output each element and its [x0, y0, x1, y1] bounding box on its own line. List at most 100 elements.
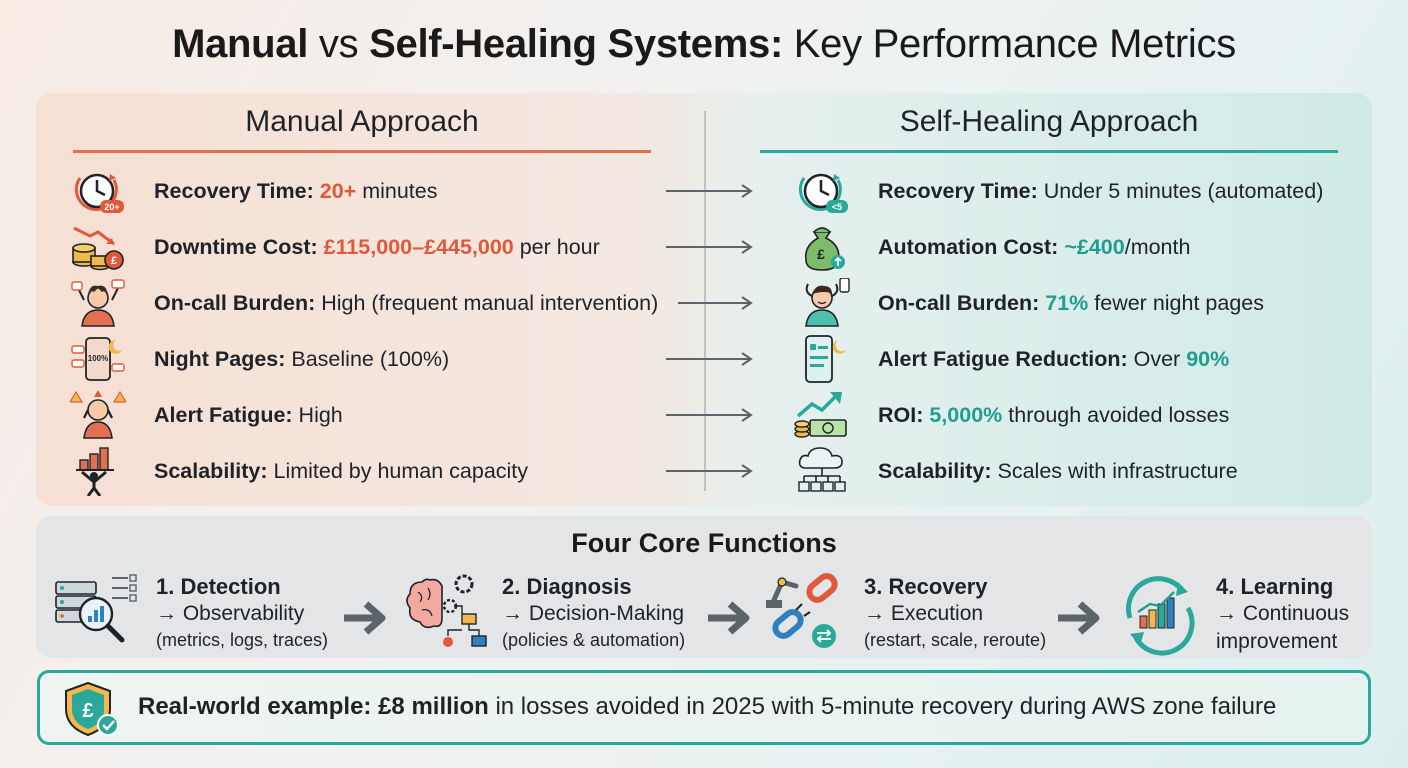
relaxed-engineer-icon [805, 278, 850, 327]
quiet-phone-icon [805, 335, 846, 383]
row-label: Automation Cost: [878, 234, 1059, 259]
function-detail: (metrics, logs, traces) [156, 630, 329, 650]
clock-under-5-icon: <5 [798, 173, 848, 213]
row-highlight: 71% [1045, 290, 1089, 315]
function-subtitle: → Continuous [1216, 602, 1350, 625]
svg-text:£: £ [82, 700, 93, 722]
comparison-arrow [678, 296, 753, 310]
row-value: fewer night pages [1088, 290, 1264, 315]
comparison-panel: Manual Approach Self-Healing Approach 20… [36, 93, 1372, 506]
row-value: /month [1124, 234, 1191, 259]
row-value: High (frequent manual intervention) [315, 290, 659, 315]
function-detail: improvement [1216, 630, 1338, 653]
row-label: Alert Fatigue: [154, 402, 293, 427]
row-label: Recovery Time: [154, 178, 314, 203]
function-detail: (restart, scale, reroute) [864, 630, 1047, 650]
row-label: ROI: [878, 402, 924, 427]
core-functions-panel: Four Core Functions 1. Detection → Obser… [36, 516, 1372, 658]
alert-fatigue-person-icon [70, 390, 126, 439]
self-row-alert-fatigue: Alert Fatigue Reduction: Over 90% [794, 335, 1230, 383]
row-value: through avoided losses [1002, 402, 1230, 427]
server-magnifier-icon [55, 574, 137, 643]
manual-heading-rule [73, 150, 651, 153]
row-label: Scalability: [154, 458, 268, 483]
self-row-roi: ROI: 5,000% through avoided losses [794, 392, 1229, 438]
row-value: Baseline (100%) [285, 346, 450, 371]
row-highlight: £115,000–£445,000 [323, 234, 514, 259]
banner-amount: £8 million [378, 693, 489, 720]
stressed-engineer-icon [71, 279, 125, 327]
self-healing-heading-rule [760, 150, 1338, 153]
row-highlight: 90% [1186, 346, 1230, 371]
banner-text: Real-world example: £8 million in losses… [138, 693, 1276, 721]
title-self-healing: Self-Healing Systems: [369, 22, 783, 66]
pound-shield-check-icon: £ [65, 681, 119, 737]
row-value: per hour [513, 234, 600, 259]
row-value: minutes [356, 178, 438, 203]
manual-row-recovery: 20+ Recovery Time: 20+ minutes [70, 168, 437, 214]
row-value: Scales with infrastructure [991, 458, 1238, 483]
comparison-arrow [666, 240, 753, 254]
row-label: Recovery Time: [878, 178, 1038, 203]
row-label: On-call Burden: [154, 290, 316, 315]
svg-text:20+: 20+ [104, 202, 119, 212]
title-manual: Manual [172, 22, 309, 66]
real-world-example-banner: £ Real-world example: £8 million in loss… [37, 670, 1371, 745]
money-bag-icon: £ [804, 227, 845, 271]
page-title: Manual vs Self-Healing Systems: Key Perf… [0, 22, 1408, 67]
row-label: Downtime Cost: [154, 234, 318, 259]
cloud-network-icon [798, 447, 846, 492]
comparison-arrow [666, 184, 753, 198]
svg-text:£: £ [111, 255, 117, 267]
row-highlight: ~£400 [1064, 234, 1125, 259]
comparison-arrow [666, 464, 753, 478]
manual-row-downtime: £ Downtime Cost: £115,000–£445,000 per h… [70, 224, 600, 271]
self-healing-heading: Self-Healing Approach [899, 105, 1199, 138]
manual-row-oncall: On-call Burden: High (frequent manual in… [70, 279, 659, 327]
function-subtitle: → Execution [864, 602, 984, 625]
self-row-recovery: <5 Recovery Time: Under 5 minutes (autom… [794, 168, 1323, 214]
function-title: 4. Learning [1216, 574, 1334, 599]
row-value: Limited by human capacity [267, 458, 529, 483]
manual-heading: Manual Approach [245, 105, 479, 138]
svg-text:<5: <5 [832, 202, 842, 212]
svg-text:£: £ [817, 246, 825, 262]
core-functions-title: Four Core Functions [571, 528, 837, 558]
row-label: On-call Burden: [878, 290, 1040, 315]
manual-row-night-pages: 100% Night Pages: Baseline (100%) [70, 336, 449, 382]
row-highlight: 20+ [319, 178, 357, 203]
row-value: Under 5 minutes (automated) [1037, 178, 1324, 203]
title-metrics: Key Performance Metrics [793, 22, 1236, 66]
row-label: Scalability: [878, 458, 992, 483]
manual-row-scalability: Scalability: Limited by human capacity [70, 447, 529, 496]
self-row-automation-cost: £ Automation Cost: ~£400/month [794, 224, 1191, 271]
function-detail: (policies & automation) [502, 630, 686, 650]
flow-arrow-icon [1058, 601, 1100, 635]
comparison-arrow [666, 352, 753, 366]
banner-rest: in losses avoided in 2025 with 5-minute … [488, 693, 1277, 720]
title-vs: vs [318, 22, 359, 66]
clock-20-plus-icon: 20+ [74, 173, 124, 213]
function-title: 1. Detection [156, 574, 281, 599]
function-subtitle: → Decision-Making [502, 602, 685, 625]
brain-gears-icon [406, 574, 487, 647]
row-value: High [292, 402, 343, 427]
banner-label: Real-world example: [138, 693, 372, 720]
function-subtitle: → Observability [156, 602, 305, 625]
row-label: Alert Fatigue Reduction: [878, 346, 1128, 371]
flow-arrow-icon [344, 601, 386, 635]
svg-text:100%: 100% [88, 354, 108, 363]
column-divider [704, 111, 706, 491]
function-title: 2. Diagnosis [502, 574, 632, 599]
row-label: Night Pages: [154, 346, 286, 371]
person-lifting-chart-icon [76, 447, 114, 496]
phone-alerts-icon: 100% [71, 337, 125, 381]
manual-row-alert-fatigue: Alert Fatigue: High [70, 390, 343, 439]
comparison-arrow [666, 408, 753, 422]
function-title: 3. Recovery [864, 574, 988, 599]
row-highlight: 5,000% [929, 402, 1003, 427]
flow-arrow-icon [708, 601, 750, 635]
robot-arm-chain-icon [766, 573, 838, 648]
self-row-scalability: Scalability: Scales with infrastructure [794, 447, 1238, 494]
cycle-chart-icon [1126, 576, 1195, 656]
